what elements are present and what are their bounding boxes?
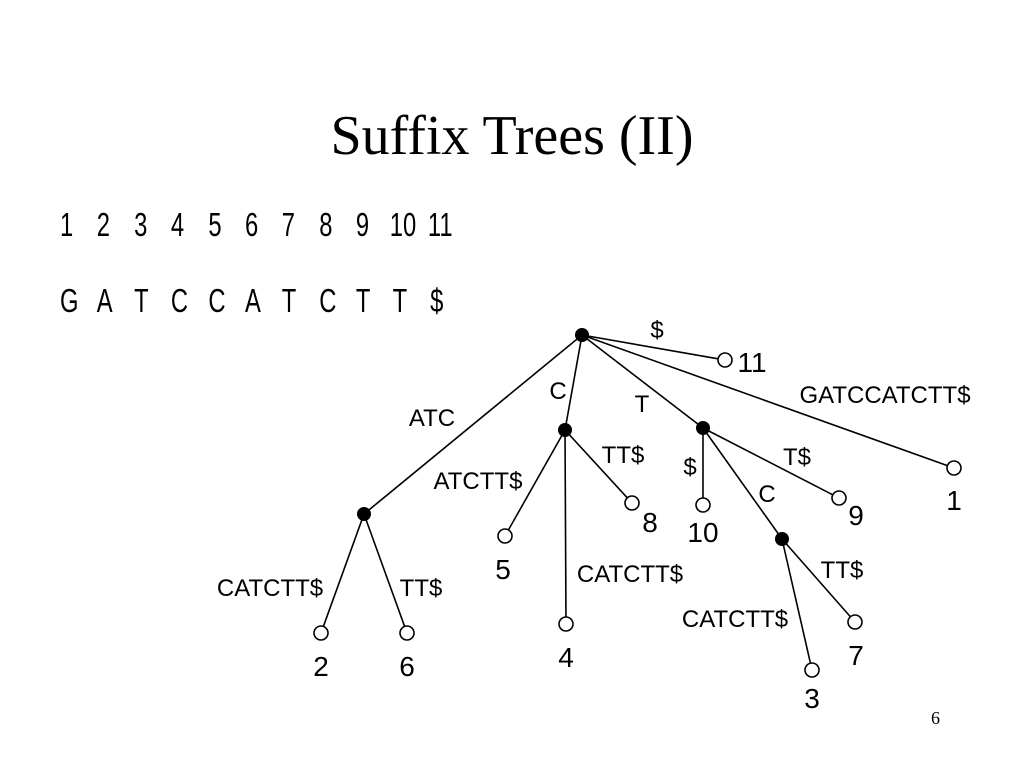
edge-label: TT$ <box>400 575 443 602</box>
edge-label: ATCTT$ <box>434 468 523 495</box>
slide-title: Suffix Trees (II) <box>330 105 694 167</box>
position-label: 3 <box>134 206 148 243</box>
leaf-node <box>804 662 820 678</box>
page-number: 6 <box>931 708 940 728</box>
tree-edge <box>507 429 566 531</box>
position-label: 1 <box>60 206 74 243</box>
leaf-node <box>399 625 415 641</box>
tree-edge <box>781 538 851 618</box>
tree-edge-labels: $ GATCCATCTT$ ATC C T CATCTT$ TT$ ATCTT$ CATCTT$… <box>217 317 971 633</box>
sequence-char: T <box>134 282 149 319</box>
position-label: 6 <box>245 206 259 243</box>
position-label: 7 <box>281 206 295 243</box>
position-label: 10 <box>389 206 417 243</box>
edge-label: $ <box>650 317 663 344</box>
position-label: 4 <box>170 206 185 243</box>
internal-node <box>357 507 371 521</box>
edge-label: GATCCATCTT$ <box>799 382 970 409</box>
position-label: 2 <box>96 206 110 243</box>
leaf-node <box>497 528 513 544</box>
tree-edge <box>363 513 406 627</box>
tree-edge <box>564 429 628 499</box>
sequence-char: A <box>245 282 261 319</box>
sequence-char: C <box>208 282 226 319</box>
leaf-node <box>313 625 329 641</box>
edge-label: T$ <box>783 444 811 471</box>
leaf-node <box>624 495 640 511</box>
leaf-node <box>946 460 962 476</box>
tree-edge <box>581 334 704 429</box>
position-label: 9 <box>355 206 370 243</box>
sequence-char: G <box>60 282 79 319</box>
edge-label: TT$ <box>821 557 864 584</box>
leaf-node <box>847 614 863 630</box>
tree-edge <box>581 334 948 467</box>
sequence-char: T <box>392 282 408 319</box>
internal-node <box>558 423 572 437</box>
tree-edge <box>322 513 365 627</box>
tree-edge <box>702 427 783 540</box>
position-label: 11 <box>427 206 453 243</box>
internal-node <box>696 421 710 435</box>
internal-node <box>775 532 789 546</box>
edge-label: TT$ <box>602 442 645 469</box>
tree-edge <box>702 427 834 496</box>
position-label: 8 <box>319 206 333 243</box>
tree-nodes <box>313 328 962 678</box>
edge-label: CATCTT$ <box>217 575 323 602</box>
tree-edge <box>781 538 812 664</box>
sequence-char: C <box>170 282 189 319</box>
leaf-position-label: 4 <box>558 642 574 673</box>
leaf-node <box>558 616 574 632</box>
leaf-position-label: 6 <box>399 651 415 682</box>
internal-node <box>575 328 589 342</box>
leaf-position-label: 2 <box>313 651 329 682</box>
position-label: 5 <box>208 206 222 243</box>
tree-edge <box>564 334 583 431</box>
edge-label: CATCTT$ <box>682 606 788 633</box>
sequence-char: A <box>96 282 113 319</box>
leaf-position-label: 9 <box>848 500 864 531</box>
leaf-position-label: 3 <box>804 683 820 714</box>
leaf-position-label: 10 <box>687 517 718 548</box>
tree-edge <box>564 429 567 618</box>
sequence-char: T <box>281 282 297 319</box>
leaf-position-label: 5 <box>495 554 511 585</box>
edge-label: CATCTT$ <box>577 561 683 588</box>
edge-label: C <box>549 378 566 405</box>
sequence-char: T <box>355 282 371 319</box>
leaf-position-label: 8 <box>642 507 658 538</box>
tree-edge <box>363 334 583 515</box>
sequence-char: C <box>319 282 337 319</box>
tree-edge <box>581 334 719 360</box>
edge-label: T <box>635 391 650 418</box>
sequence-char: $ <box>430 282 444 319</box>
edge-label: C <box>758 481 775 508</box>
edge-label: $ <box>683 454 696 481</box>
leaf-node <box>831 490 847 506</box>
leaf-node <box>695 497 711 513</box>
edge-label: ATC <box>409 405 455 432</box>
tree-edges <box>322 334 948 664</box>
leaf-node <box>717 352 733 368</box>
leaf-position-label: 7 <box>848 640 864 671</box>
leaf-position-label: 1 <box>946 485 962 516</box>
leaf-position-label: 11 <box>737 347 766 378</box>
